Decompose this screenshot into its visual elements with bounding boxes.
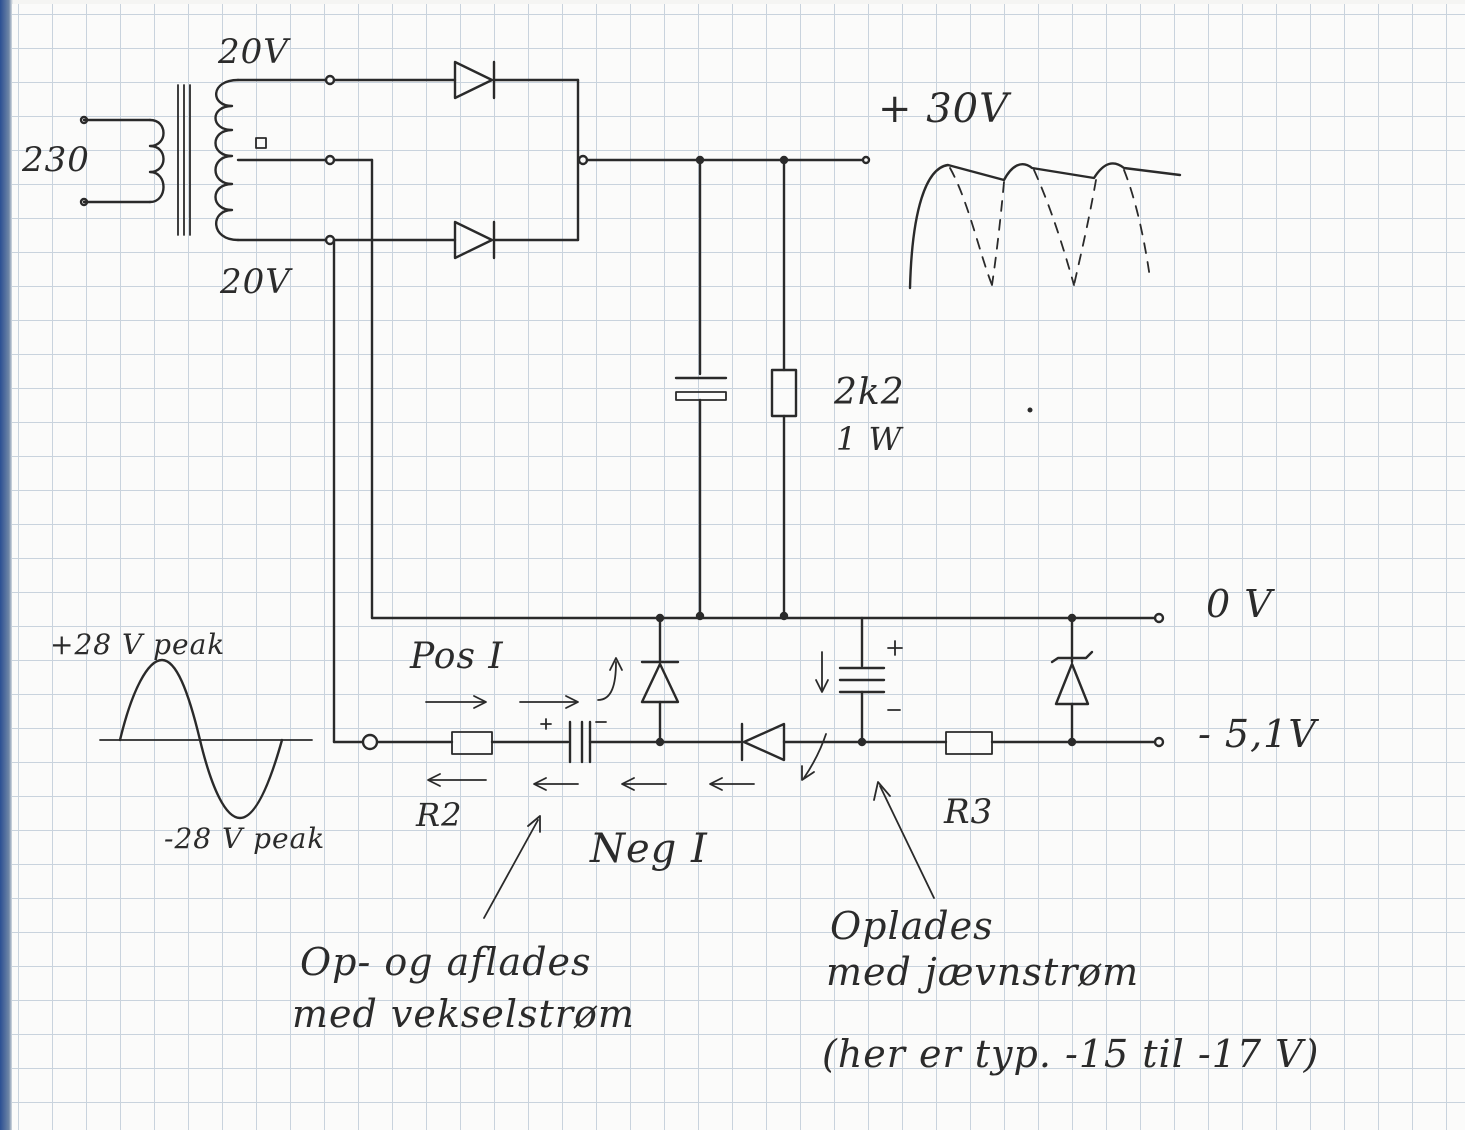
positive-peak-label: +28 V peak	[50, 628, 226, 661]
secondary-top-label: 20V	[218, 32, 289, 72]
negative-supply	[375, 613, 1165, 764]
dc-note-line-1: Oplades	[830, 904, 994, 948]
dc-note-line-3: (her er typ. -15 til -17 V)	[822, 1032, 1320, 1076]
r3-label: R3	[944, 792, 994, 832]
ground-wiring	[332, 158, 1165, 751]
resistor-value-label: 2k2	[834, 372, 905, 413]
resistor-power-label: 1 W	[836, 420, 903, 458]
negative-peak-label: -28 V peak	[164, 822, 326, 855]
filter-capacitor	[674, 155, 728, 621]
rectifier	[332, 60, 871, 260]
zero-volt-label: 0 V	[1206, 582, 1273, 626]
ac-note-line-1: Op- og aflades	[300, 940, 592, 984]
minus-5v1-label: - 5,1V	[1198, 712, 1317, 756]
transformer	[79, 74, 336, 246]
dc-note-line-2: med jævnstrøm	[826, 950, 1140, 994]
mains-voltage-label: 230	[22, 140, 90, 180]
ripple-waveform	[908, 162, 1182, 290]
secondary-bottom-label: 20V	[220, 262, 291, 302]
negative-current-label: Neg I	[590, 826, 708, 872]
ac-note-line-2: med vekselstrøm	[292, 992, 635, 1036]
positive-current-label: Pos I	[410, 636, 504, 677]
graph-paper	[12, 4, 1465, 1130]
plus-30v-label: + 30V	[878, 86, 1010, 132]
bleeder-resistor	[770, 155, 798, 621]
current-arrows	[425, 407, 1033, 919]
r2-label: R2	[416, 796, 463, 834]
sine-waveform	[99, 658, 313, 820]
